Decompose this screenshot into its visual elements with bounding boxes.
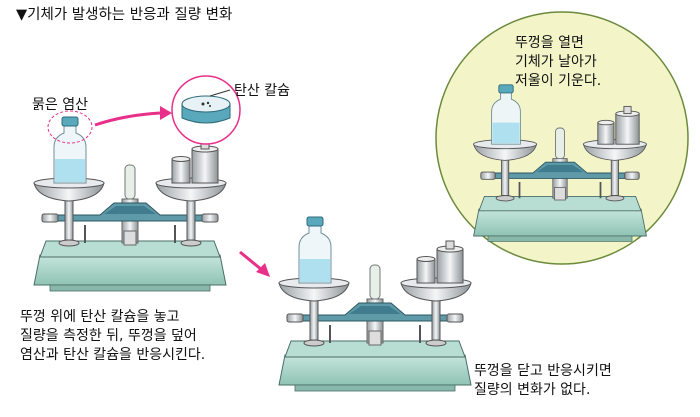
caption-line: 질량의 변화가 없다. xyxy=(474,382,591,398)
page-title: ▼기체가 발생하는 반응과 질량 변화 xyxy=(16,7,233,23)
caption-line: 염산과 탄산 칼슘을 반응시킨다. xyxy=(20,347,206,363)
leader-line xyxy=(209,89,231,97)
caption-line: 뚜껑을 열면 xyxy=(515,35,584,51)
caption-line: 뚜껑을 닫고 반응시키면 xyxy=(474,363,612,379)
label-hydrochloric-acid: 묽은 염산 xyxy=(32,97,88,113)
caption-line: 질량을 측정한 뒤, 뚜껑을 덮어 xyxy=(20,328,197,344)
caption-step1: 뚜껑 위에 탄산 칼슘을 놓고 질량을 측정한 뒤, 뚜껑을 덮어 염산과 탄산… xyxy=(20,308,205,365)
label-calcium-carbonate: 탄산 칼슘 xyxy=(234,83,290,99)
caption-closed: 뚜껑을 닫고 반응시키면 질량의 변화가 없다. xyxy=(474,362,612,400)
caption-line: 저울이 기운다. xyxy=(515,73,602,89)
balance-closed xyxy=(278,216,472,392)
calcium-carbonate-dish xyxy=(171,75,241,145)
cap-highlight xyxy=(47,110,93,144)
arrow-to-dish xyxy=(94,111,161,127)
caption-line: 기체가 날아가 xyxy=(515,54,597,70)
caption-line: 뚜껑 위에 탄산 칼슘을 놓고 xyxy=(20,309,180,325)
caption-open: 뚜껑을 열면 기체가 날아가 저울이 기운다. xyxy=(515,34,601,91)
arrow-to-step2 xyxy=(239,250,263,272)
